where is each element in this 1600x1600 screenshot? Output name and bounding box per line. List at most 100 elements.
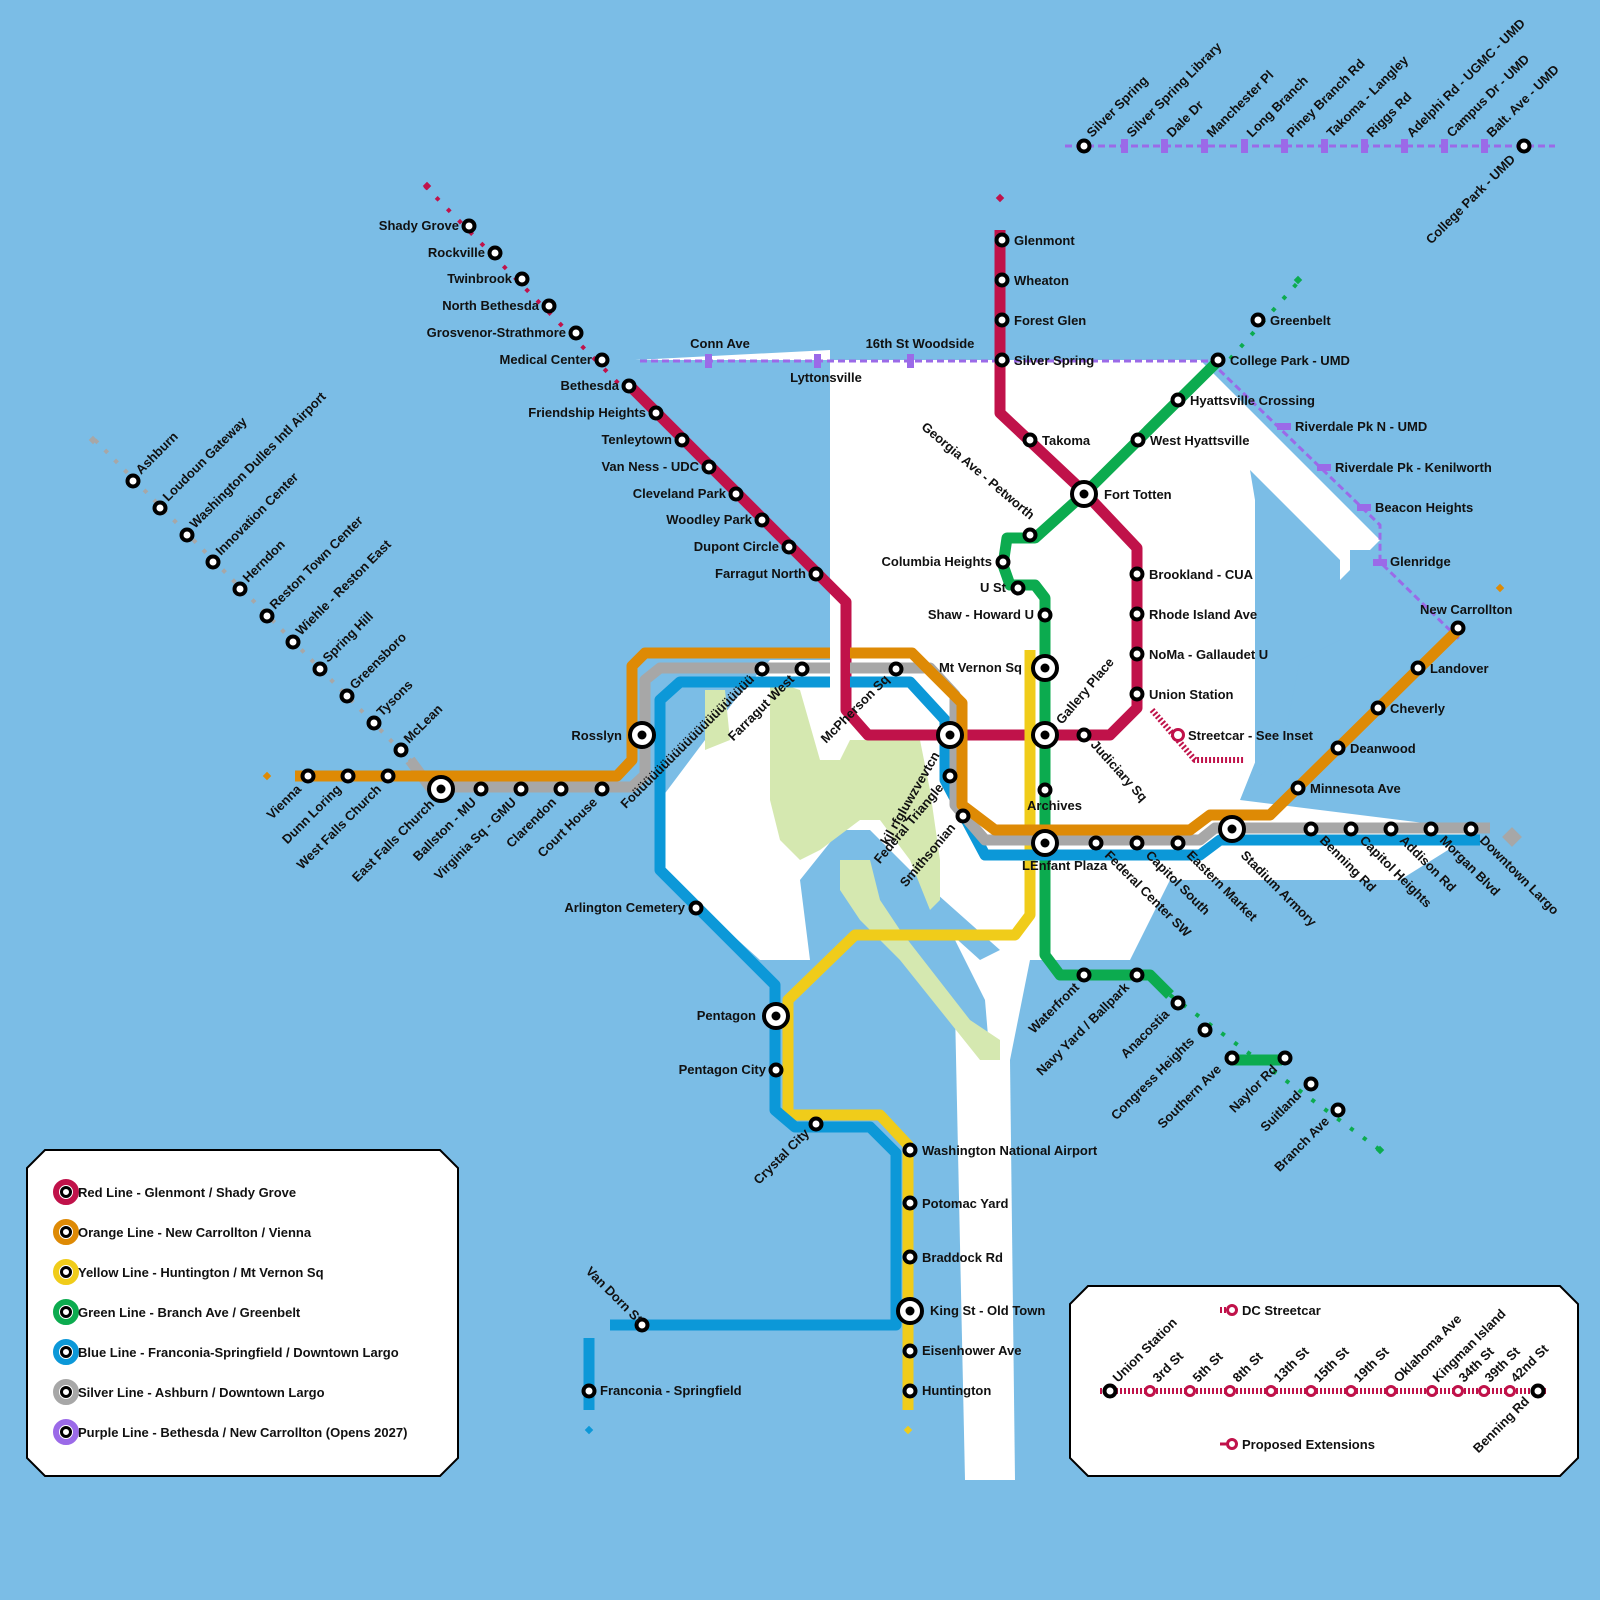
station-spring-hill[interactable] xyxy=(312,661,328,677)
station-college-park-umd[interactable] xyxy=(1516,138,1532,154)
station-federal-triangle[interactable] xyxy=(942,768,958,784)
station-ballston-mu[interactable] xyxy=(473,781,489,797)
purple-stop[interactable] xyxy=(814,354,821,368)
station-herndon[interactable] xyxy=(232,581,248,597)
transfer-station-metro-center[interactable] xyxy=(936,721,964,749)
streetcar-extension-stop[interactable] xyxy=(1478,1385,1490,1397)
station-wheaton[interactable] xyxy=(994,272,1010,288)
station-greensboro[interactable] xyxy=(339,688,355,704)
station-union-station[interactable] xyxy=(1129,686,1145,702)
station-arlington-cemetery[interactable] xyxy=(688,900,704,916)
station-brookland-cua[interactable] xyxy=(1129,566,1145,582)
station-cheverly[interactable] xyxy=(1370,700,1386,716)
streetcar-stop[interactable] xyxy=(1184,1385,1196,1397)
station-navy-yard-ballpark[interactable] xyxy=(1129,967,1145,983)
station-virginia-sq-gmu[interactable] xyxy=(513,781,529,797)
station-twinbrook[interactable] xyxy=(514,271,530,287)
streetcar-stop[interactable] xyxy=(1224,1385,1236,1397)
purple-stop[interactable] xyxy=(1401,139,1408,153)
station-smithsonian[interactable] xyxy=(955,808,971,824)
station-eastern-market[interactable] xyxy=(1170,835,1186,851)
streetcar-extension-stop[interactable] xyxy=(1452,1385,1464,1397)
station-capitol-heights[interactable] xyxy=(1343,821,1359,837)
station-greenbelt[interactable] xyxy=(1250,312,1266,328)
station-clarendon[interactable] xyxy=(553,781,569,797)
station-noma-gallaudet-u[interactable] xyxy=(1129,646,1145,662)
station-tysons[interactable] xyxy=(366,715,382,731)
purple-stop[interactable] xyxy=(1321,139,1328,153)
transfer-station-pentagon[interactable] xyxy=(762,1002,790,1030)
station-van-dorn-st[interactable] xyxy=(634,1317,650,1333)
streetcar-stop[interactable] xyxy=(1265,1385,1277,1397)
transfer-station-lenfant-plaza[interactable] xyxy=(1031,829,1059,857)
purple-stop[interactable] xyxy=(1357,504,1371,511)
station-woodley-park[interactable] xyxy=(754,512,770,528)
station-deanwood[interactable] xyxy=(1330,740,1346,756)
station-shady-grove[interactable] xyxy=(461,218,477,234)
streetcar-stop[interactable] xyxy=(1385,1385,1397,1397)
transfer-station-king-st-old-town[interactable] xyxy=(896,1297,924,1325)
streetcar-stop[interactable] xyxy=(1305,1385,1317,1397)
station-bethesda[interactable] xyxy=(621,378,637,394)
station-west-hyattsville[interactable] xyxy=(1130,432,1146,448)
station-franconia-springfield[interactable] xyxy=(581,1383,597,1399)
station-mcpherson-sq[interactable] xyxy=(888,661,904,677)
station-van-ness-udc[interactable] xyxy=(701,459,717,475)
station-washington-dulles-intl-airport[interactable] xyxy=(179,527,195,543)
station-hyattsville-crossing[interactable] xyxy=(1170,392,1186,408)
station-ashburn[interactable] xyxy=(125,473,141,489)
station-reston-town-center[interactable] xyxy=(259,608,275,624)
station-farragut-west[interactable] xyxy=(794,661,810,677)
station-west-falls-church[interactable] xyxy=(380,768,396,784)
station-potomac-yard[interactable] xyxy=(902,1195,918,1211)
station-braddock-rd[interactable] xyxy=(902,1249,918,1265)
station-southern-ave[interactable] xyxy=(1224,1050,1240,1066)
station-morgan-blvd[interactable] xyxy=(1423,821,1439,837)
station-shaw-howard-u[interactable] xyxy=(1037,607,1053,623)
station-new-carrollton[interactable] xyxy=(1450,620,1466,636)
station-mclean[interactable] xyxy=(393,742,409,758)
station-huntington[interactable] xyxy=(902,1383,918,1399)
station-capitol-south[interactable] xyxy=(1129,835,1145,851)
station-crystal-city[interactable] xyxy=(808,1116,824,1132)
station-landover[interactable] xyxy=(1410,660,1426,676)
purple-stop[interactable] xyxy=(1373,559,1387,566)
station-branch-ave[interactable] xyxy=(1330,1102,1346,1118)
station-friendship-heights[interactable] xyxy=(648,405,664,421)
transfer-station-east-falls-church[interactable] xyxy=(427,775,455,803)
station-benning-rd[interactable] xyxy=(1303,821,1319,837)
station-medical-center[interactable] xyxy=(594,352,610,368)
station-archives[interactable] xyxy=(1037,782,1053,798)
station-pentagon-city[interactable] xyxy=(768,1062,784,1078)
purple-stop[interactable] xyxy=(907,354,914,368)
station-suitland[interactable] xyxy=(1303,1076,1319,1092)
purple-stop[interactable] xyxy=(1121,139,1128,153)
station-cleveland-park[interactable] xyxy=(728,486,744,502)
streetcar-stop-benning-rd[interactable] xyxy=(1530,1383,1546,1399)
station-forest-glen[interactable] xyxy=(994,312,1010,328)
station-wiehle-reston-east[interactable] xyxy=(285,634,301,650)
station-eisenhower-ave[interactable] xyxy=(902,1343,918,1359)
station-silver-spring[interactable] xyxy=(1076,138,1092,154)
station-columbia-heights[interactable] xyxy=(995,554,1011,570)
streetcar-extension-stop[interactable] xyxy=(1504,1385,1516,1397)
purple-stop[interactable] xyxy=(1241,139,1248,153)
station-college-park-umd[interactable] xyxy=(1210,352,1226,368)
transfer-station-mt-vernon-sq[interactable] xyxy=(1031,654,1059,682)
streetcar-station[interactable] xyxy=(1171,728,1185,742)
station-vienna[interactable] xyxy=(300,768,316,784)
station-dupont-circle[interactable] xyxy=(781,539,797,555)
station-foggy-bottom-gwu[interactable] xyxy=(754,661,770,677)
purple-stop[interactable] xyxy=(1161,139,1168,153)
station-dunn-loring[interactable] xyxy=(340,768,356,784)
station-waterfront[interactable] xyxy=(1076,967,1092,983)
station-rockville[interactable] xyxy=(487,245,503,261)
purple-stop[interactable] xyxy=(1481,139,1488,153)
station-u-st[interactable] xyxy=(1010,580,1026,596)
streetcar-stop-union-station[interactable] xyxy=(1102,1383,1118,1399)
station-grosvenor-strathmore[interactable] xyxy=(568,325,584,341)
purple-stop[interactable] xyxy=(1201,139,1208,153)
purple-stop[interactable] xyxy=(1361,139,1368,153)
station-takoma[interactable] xyxy=(1022,432,1038,448)
station-north-bethesda[interactable] xyxy=(541,298,557,314)
